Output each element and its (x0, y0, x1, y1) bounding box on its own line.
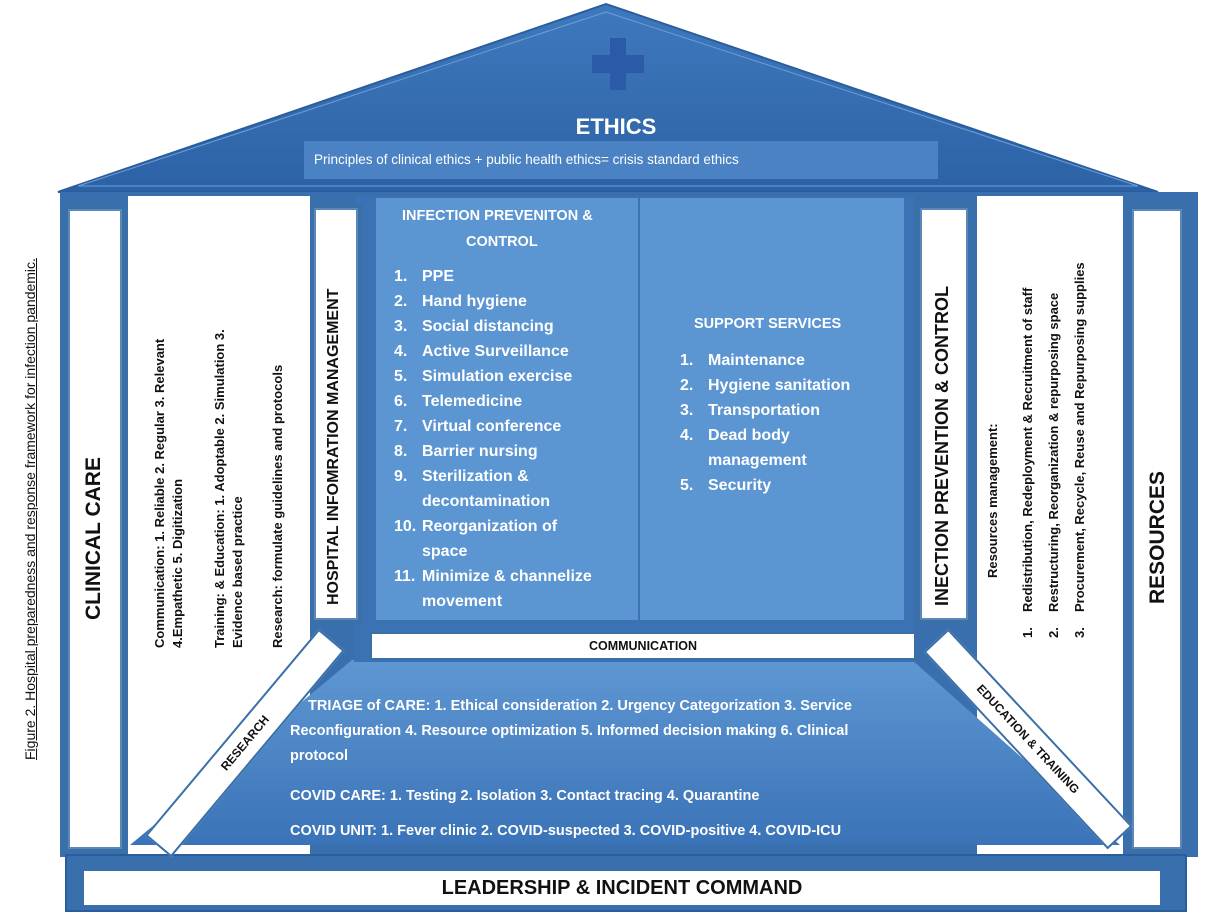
ipc-item: Virtual conference (422, 418, 562, 435)
ipc-item: Simulation exercise (422, 368, 573, 385)
pillar-resources (1132, 209, 1182, 849)
ipc-item: space (422, 543, 468, 560)
resources-item-2-num: 2. (1046, 627, 1061, 638)
pillar-ipc-label: INECTION PREVENTION & CONTROL (932, 285, 952, 606)
ipc-box: INFECTION PREVENITON & CONTROL 1.PPE 2.H… (376, 198, 638, 620)
ipc-box-title-1: INFECTION PREVENITON & (402, 208, 593, 224)
training-line-2: Evidence based practice (230, 496, 245, 648)
support-item: Security (708, 477, 772, 494)
resources-item-1: Redistribution, Redeployment & Recruitme… (1020, 287, 1035, 612)
resources-item-3: Procurement, Recycle, Reuse and Repurpos… (1072, 262, 1087, 612)
ipc-item: Sterilization & (422, 468, 529, 485)
figure-caption: Figure 2. Hospital preparedness and resp… (22, 258, 38, 760)
support-item: management (708, 452, 807, 469)
ipc-item: Hand hygiene (422, 293, 527, 310)
pillar-him-label: HOSPITAL INFOMRATION MANAGEMENT (325, 288, 342, 605)
triage-line-2: Reconfiguration 4. Resource optimization… (290, 723, 849, 739)
medical-cross-icon (592, 38, 644, 90)
covid-unit-line: COVID UNIT: 1. Fever clinic 2. COVID-sus… (290, 823, 842, 839)
resources-item-2: Restructuring, Reorganization & repurpos… (1046, 292, 1061, 612)
ipc-item: Social distancing (422, 318, 554, 335)
communication-label: COMMUNICATION (588, 639, 698, 653)
foundation-label: LEADERSHIP & INCIDENT COMMAND (441, 877, 803, 899)
foundation-box: LEADERSHIP & INCIDENT COMMAND (82, 869, 1162, 907)
support-item: Transportation (708, 402, 821, 419)
ipc-item: movement (422, 593, 503, 610)
research-line: Research: formulate guidelines and proto… (270, 364, 285, 648)
support-item: Hygiene sanitation (708, 377, 851, 394)
floor-area (130, 660, 1120, 845)
roof-subtitle: Principles of clinical ethics + public h… (314, 152, 739, 167)
communication-bar: COMMUNICATION (370, 632, 916, 660)
support-item: Dead body (708, 427, 790, 444)
pillar-ipc (920, 208, 968, 620)
resources-item-1-num: 1. (1020, 627, 1035, 638)
ipc-item: Active Surveillance (422, 343, 569, 360)
covid-care-line: COVID CARE: 1. Testing 2. Isolation 3. C… (290, 788, 760, 804)
triage-line-3: protocol (290, 748, 348, 764)
support-services-box: SUPPORT SERVICES 1.Maintenance 2.Hygiene… (640, 198, 904, 620)
support-item: Maintenance (708, 352, 805, 369)
pillar-resources-label: RESOURCES (1146, 470, 1169, 604)
training-line-1: Training: & Education: 1. Adoptable 2. S… (212, 329, 227, 648)
resources-heading: Resources management: (985, 423, 1000, 578)
pillar-clinical-care-label: CLINICAL CARE (82, 457, 105, 620)
ipc-item: PPE (422, 268, 455, 285)
resources-item-3-num: 3. (1072, 627, 1087, 638)
ipc-item: decontamination (422, 493, 551, 510)
ipc-item: Minimize & channelize (422, 568, 592, 585)
communication-line-2: 4.Empathetic 5. Digitization (170, 478, 185, 648)
ipc-item: Reorganization of (422, 518, 558, 535)
ipc-item: Barrier nursing (422, 443, 538, 460)
pillar-him (314, 208, 358, 620)
communication-line-1: Communication: 1. Reliable 2. Regular 3.… (152, 338, 167, 648)
ipc-box-title-2: CONTROL (466, 234, 538, 250)
roof-subtitle-band (304, 141, 938, 179)
roof-title: ETHICS (575, 114, 657, 139)
pillar-clinical-care (68, 209, 122, 849)
ipc-item: Telemedicine (422, 393, 523, 410)
support-services-title: SUPPORT SERVICES (694, 316, 842, 332)
triage-line-1: TRIAGE of CARE: 1. Ethical consideration… (308, 698, 852, 714)
